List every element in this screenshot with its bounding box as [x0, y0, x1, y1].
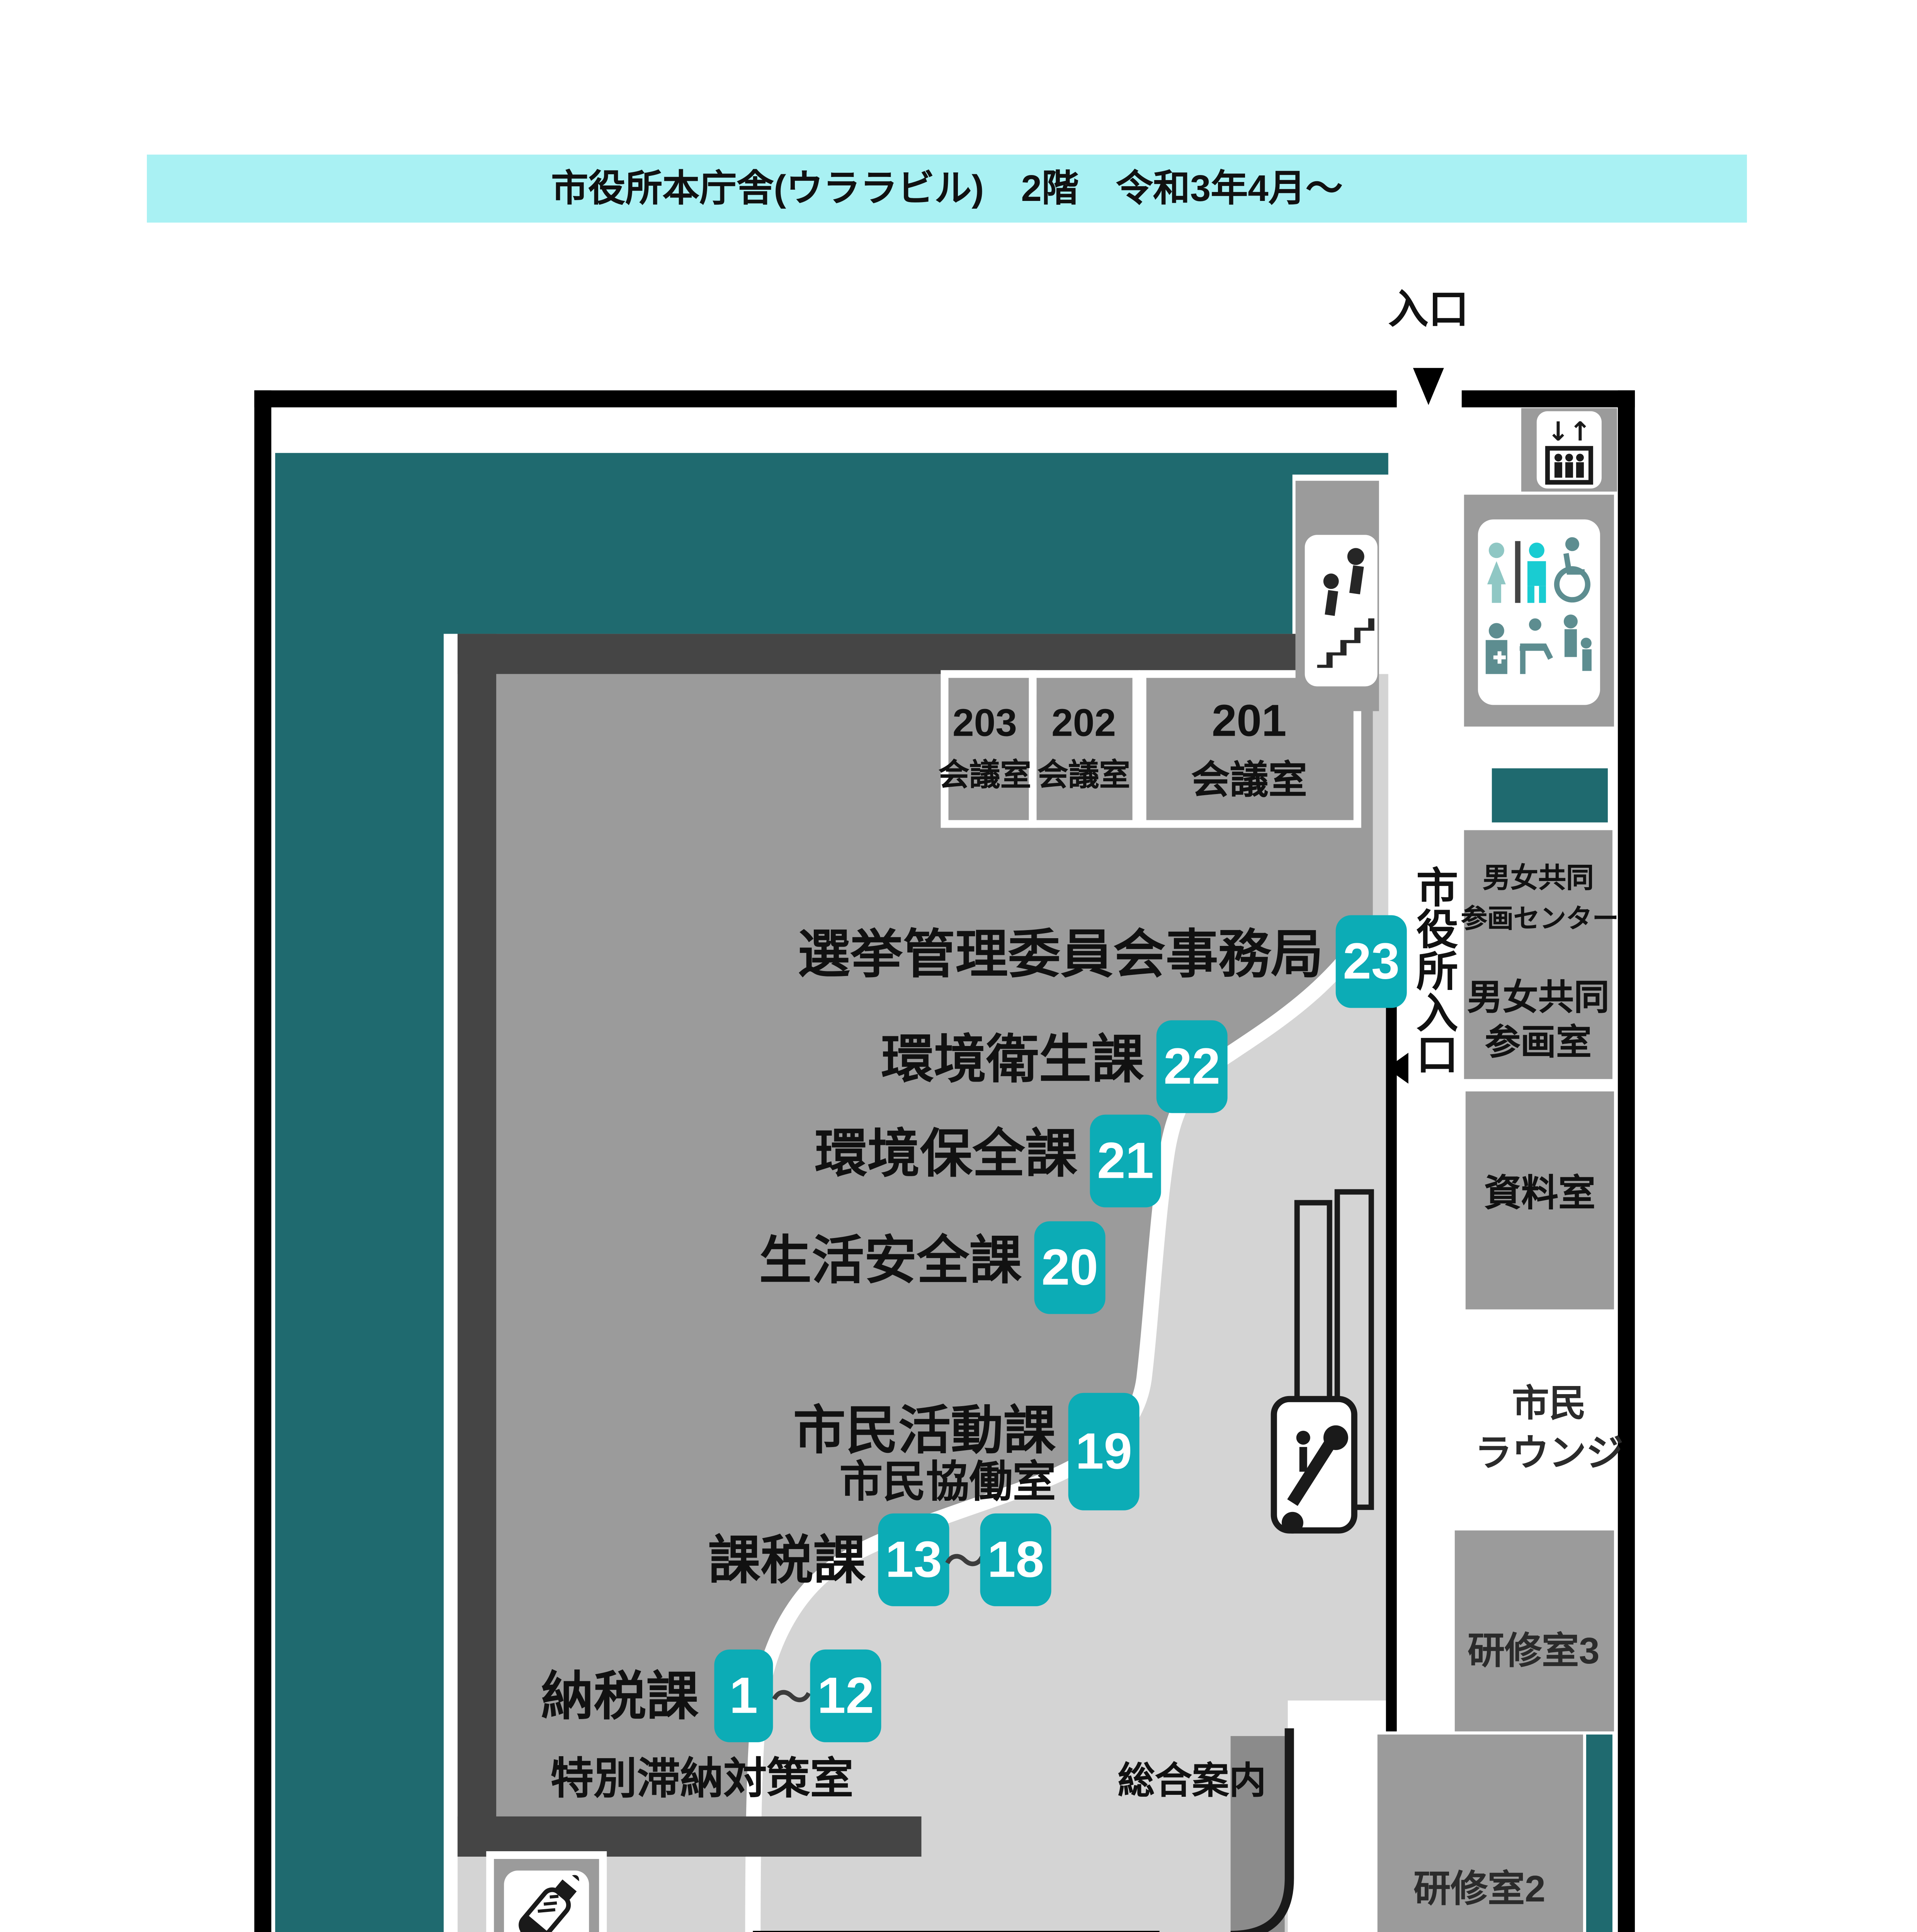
dept-kazei: 課税課 [708, 1532, 866, 1591]
lounge-label1: 市民 [1512, 1383, 1586, 1425]
room-202 [1029, 670, 1140, 828]
room-201-number: 201 [1211, 697, 1287, 747]
dept-nozei: 納税課 [541, 1668, 699, 1727]
page-title: 市役所本庁舎(ウララビル) 2階 令和3年4月〜 [551, 168, 1343, 211]
room-201-label: 会議室 [1191, 759, 1307, 803]
info-counter-outline [1230, 1728, 1294, 1932]
dept-senkyo: 選挙管理委員会事務局 [798, 926, 1323, 985]
elevator-icon: ↓↑ [1536, 411, 1602, 489]
shiryoshitsu-block [1465, 1091, 1614, 1310]
room-203-number: 203 [953, 702, 1017, 745]
dept-nozei-badge-from: 1 [714, 1649, 773, 1742]
danjo-room-block [1464, 830, 1613, 1079]
dept-nozei-tilde: 〜 [771, 1674, 812, 1721]
teal-band-right [1492, 768, 1608, 823]
dept-senkyo-badge: 23 [1335, 915, 1407, 1008]
dept-kazei-badge-from: 13 [878, 1513, 949, 1606]
room-202-label: 会議室 [1037, 759, 1130, 793]
office-teal-zone [275, 453, 1388, 1932]
dept-kankyo-hozen: 環境保全課 [815, 1125, 1078, 1184]
escalator-icon [1271, 1396, 1357, 1534]
dept-kankyo-eisei-badge: 22 [1156, 1020, 1228, 1113]
kenshu2-block [1377, 1734, 1583, 1932]
shiryoshitsu-label: 資料室 [1484, 1173, 1596, 1215]
danjo-center-label1: 男女共同 [1482, 862, 1594, 894]
info-counter [1230, 1736, 1285, 1932]
kenshu3-label: 研修室3 [1468, 1631, 1600, 1673]
dept-seikatsu: 生活安全課 [759, 1232, 1022, 1291]
office-frame-left [458, 634, 497, 1857]
kenshu2-label: 研修室2 [1413, 1869, 1546, 1911]
corridor-white-patch [1288, 1700, 1388, 1932]
arrow-left-icon [1386, 1053, 1408, 1084]
title-bar [147, 155, 1747, 223]
dept-kankyo-eisei: 環境衛生課 [881, 1031, 1144, 1090]
toilet-icon [1478, 519, 1600, 705]
dept-shimin-katsudo: 市民活動課 [793, 1402, 1056, 1461]
room-203 [941, 670, 1037, 828]
stairs-icon [1305, 535, 1378, 687]
danjo-center-label2: 参画センター [1461, 904, 1619, 934]
dept-kazei-tilde: 〜 [944, 1538, 985, 1585]
kenshu3-block [1454, 1530, 1614, 1731]
office-area [496, 674, 1373, 1816]
office-frame-top [458, 634, 1296, 674]
nursing-room-block [486, 1851, 607, 1932]
building-walls [254, 390, 1635, 1932]
room-203-label: 会議室 [938, 759, 1031, 793]
office-frame-bottom [458, 1816, 922, 1857]
dept-seikatsu-badge: 20 [1034, 1221, 1106, 1314]
room-202-number: 202 [1051, 702, 1116, 745]
svg-text:↓↑: ↓↑ [1547, 417, 1591, 447]
cityhall-entrance-side-label: 市役所入口 [1410, 866, 1457, 1075]
danjo-room-label2: 参画室 [1485, 1022, 1592, 1062]
lounge-label2: ラウンジ [1475, 1433, 1623, 1475]
dept-kazei-badge-to: 18 [980, 1513, 1051, 1606]
teal-strip-kenshu [1586, 1734, 1613, 1932]
dept-kankyo-hozen-badge: 21 [1090, 1114, 1161, 1208]
info-desk-label: 総合案内 [1118, 1760, 1266, 1803]
arrow-down-icon [1413, 368, 1444, 405]
dept-shimin-badge: 19 [1068, 1393, 1140, 1510]
dept-nozei-badge-to: 12 [810, 1649, 881, 1742]
dept-shimin-kyodo: 市民協働室 [839, 1458, 1056, 1506]
nursing-bottle-icon [504, 1870, 589, 1932]
dept-tokubetsu-tainou: 特別滞納対策室 [550, 1754, 854, 1803]
danjo-room-label1: 男女共同 [1467, 977, 1609, 1017]
entrance-top-label: 入口 [1388, 286, 1469, 333]
